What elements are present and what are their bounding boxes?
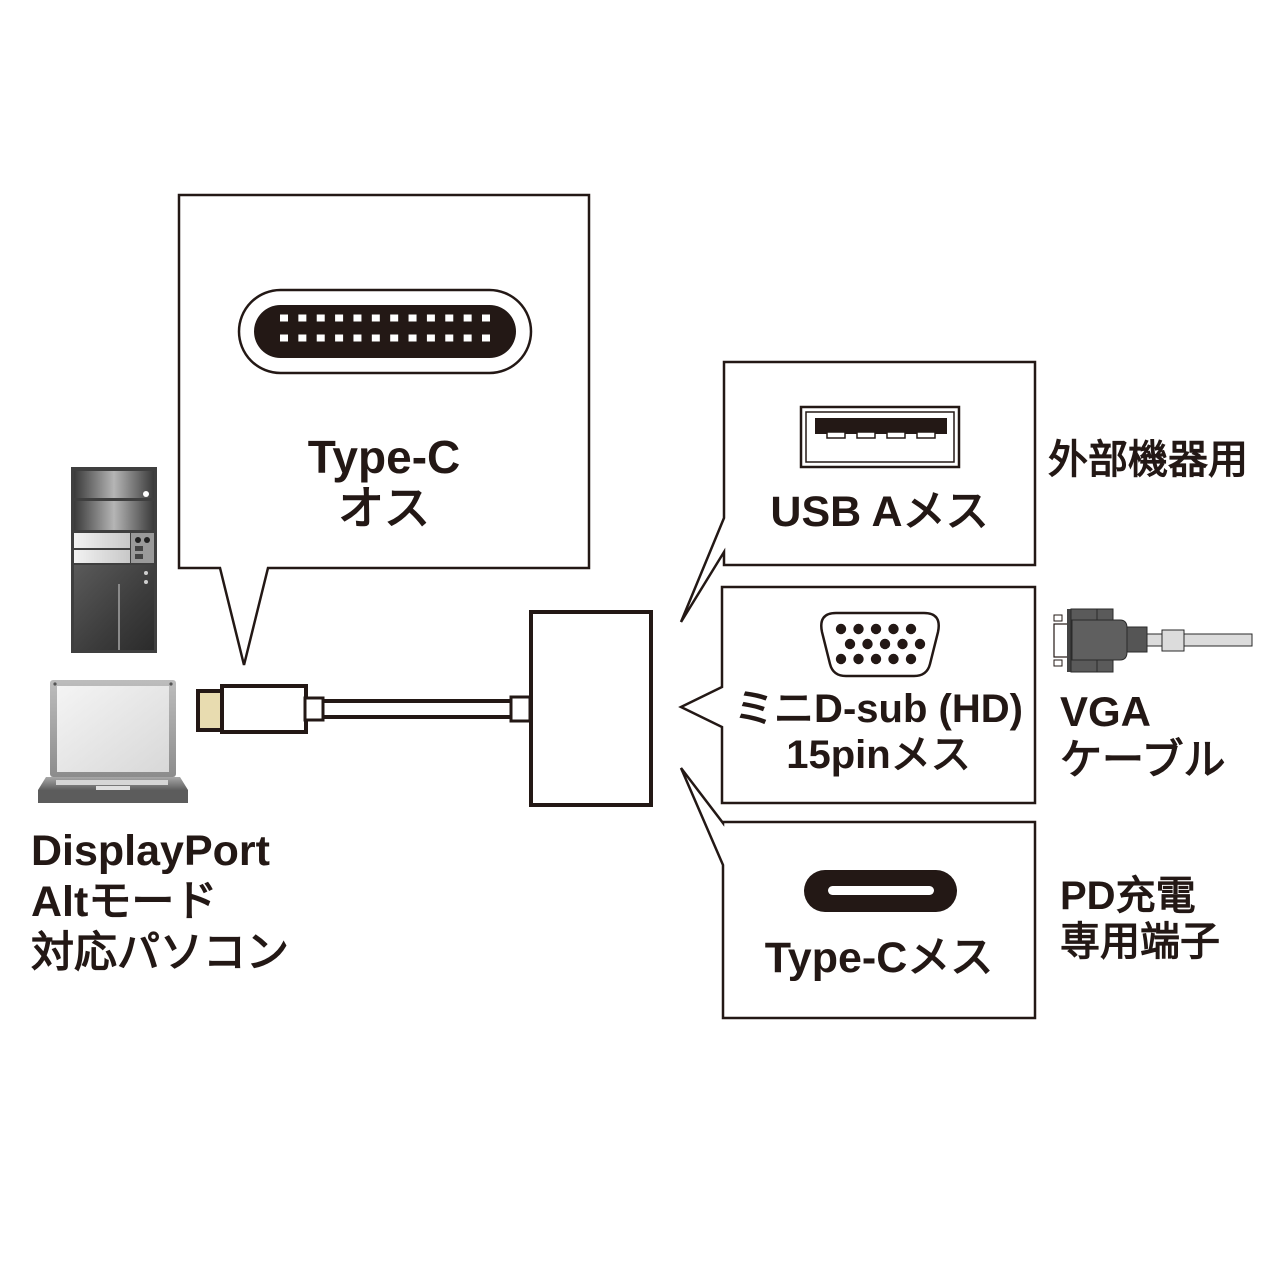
vga-pin (862, 638, 873, 650)
usb-c-port-icon (804, 870, 957, 912)
usb-c-side-label-line-2: 専用端子 (1060, 920, 1220, 964)
usb-c-plug-connector (196, 684, 325, 734)
plug-label-line-2: オス (338, 482, 430, 534)
plug-callout-label: Type-C オス (179, 432, 589, 534)
usb-c-side-label-line-1: PD充電 (1060, 874, 1196, 918)
vga-pin (870, 623, 882, 635)
plug-pin (298, 314, 307, 322)
vga-callout-box (678, 585, 1037, 805)
vga-pins (835, 623, 926, 665)
desktop-tower-icon (71, 467, 157, 653)
vga-pin (914, 638, 926, 650)
vga-side-label-line-1: VGA (1060, 688, 1152, 735)
vga-pin (897, 638, 908, 650)
vga-port-label: ミニD-sub (HD) 15pinメス (722, 686, 1035, 778)
plug-pin (371, 334, 380, 342)
vga-label-line-1: ミニD-sub (HD) (734, 687, 1023, 731)
usb-a-port-icon (799, 405, 961, 469)
plug-pin (463, 314, 472, 322)
vga-label-line-2: 15pinメス (786, 733, 971, 777)
plug-pin (353, 334, 362, 342)
plug-pin (426, 334, 435, 342)
plug-pin (408, 334, 417, 342)
plug-pin (335, 334, 344, 342)
plug-label-line-1: Type-C (307, 431, 461, 483)
vga-port-icon (820, 611, 940, 678)
usb-a-port-label: USB Aメス (770, 488, 989, 536)
vga-pin (905, 623, 917, 635)
plug-pin (280, 314, 288, 322)
vga-pin (844, 638, 856, 650)
host-label-line-2: Altモード (31, 878, 218, 926)
vga-pin (870, 653, 882, 665)
adapter-cable (323, 695, 532, 723)
plug-pin (335, 314, 344, 322)
vga-pin (853, 653, 864, 665)
plug-pin (463, 334, 472, 342)
vga-pin (888, 623, 899, 635)
plug-pin (353, 314, 362, 322)
vga-pin (879, 638, 891, 650)
vga-pin (835, 623, 847, 635)
laptop-icon (38, 680, 188, 803)
host-label: DisplayPort Altモード 対応パソコン (31, 826, 289, 979)
plug-pin (482, 334, 490, 342)
usb-c-plug-icon (237, 288, 533, 375)
usb-c-port-label: Type-Cメス (764, 934, 994, 982)
plug-callout-box (177, 193, 591, 666)
plug-pin (445, 334, 454, 342)
vga-pin (835, 653, 847, 665)
plug-pin (298, 334, 307, 342)
usb-a-side-label: 外部機器用 (1048, 438, 1248, 482)
plug-pin (390, 334, 399, 342)
plug-pin (371, 314, 380, 322)
vga-pin (905, 653, 917, 665)
plug-pin (316, 314, 325, 322)
host-label-line-1: DisplayPort (31, 827, 270, 875)
adapter-hub-body (529, 610, 653, 807)
vga-side-label: VGA ケーブル (1060, 688, 1225, 784)
usb-c-side-label: PD充電 専用端子 (1060, 873, 1220, 965)
plug-pins (280, 314, 490, 342)
plug-pin (316, 334, 325, 342)
plug-pin (482, 314, 490, 322)
vga-cable-icon (1053, 608, 1253, 673)
plug-pin (426, 314, 435, 322)
vga-pin (853, 623, 864, 635)
host-label-line-3: 対応パソコン (31, 929, 289, 977)
vga-side-label-line-2: ケーブル (1060, 736, 1226, 783)
plug-pin (445, 314, 454, 322)
plug-pin (408, 314, 417, 322)
plug-pin (280, 334, 288, 342)
plug-pin (390, 314, 399, 322)
vga-pin (888, 653, 899, 665)
